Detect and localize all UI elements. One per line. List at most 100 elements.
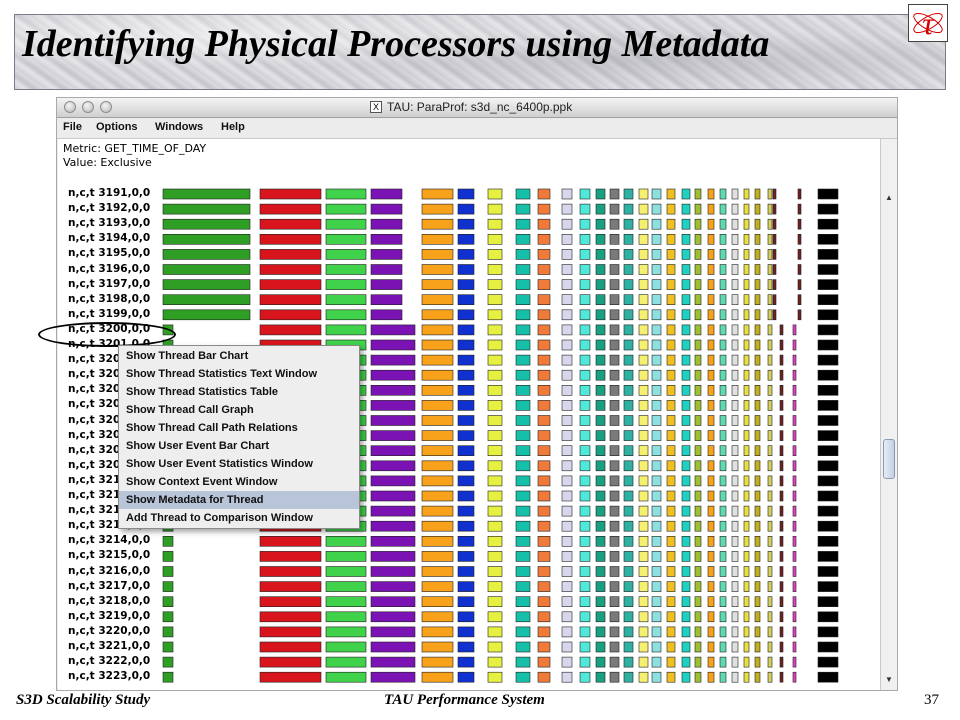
function-bar[interactable] xyxy=(817,309,839,321)
function-bar[interactable] xyxy=(537,611,551,623)
function-bar[interactable] xyxy=(694,641,702,653)
function-bar[interactable] xyxy=(457,294,475,305)
function-bar[interactable] xyxy=(457,234,475,245)
function-bar[interactable] xyxy=(694,369,702,381)
function-bar[interactable] xyxy=(595,234,606,245)
function-bar[interactable] xyxy=(579,460,591,472)
function-bar[interactable] xyxy=(779,324,784,336)
function-bar[interactable] xyxy=(561,354,573,366)
function-bar[interactable] xyxy=(779,535,784,547)
function-bar[interactable] xyxy=(694,460,702,472)
function-bar[interactable] xyxy=(792,385,797,396)
function-bar[interactable] xyxy=(651,445,662,457)
function-bar[interactable] xyxy=(779,611,784,623)
function-bar[interactable] xyxy=(623,415,634,426)
function-bar[interactable] xyxy=(638,566,649,577)
function-bar[interactable] xyxy=(370,400,416,411)
function-bar[interactable] xyxy=(579,490,591,502)
function-bar[interactable] xyxy=(681,324,691,336)
function-bar[interactable] xyxy=(537,475,551,487)
function-bar[interactable] xyxy=(707,611,715,623)
function-bar[interactable] xyxy=(743,218,750,230)
function-bar[interactable] xyxy=(666,324,676,336)
function-bar[interactable] xyxy=(754,279,761,290)
function-bar[interactable] xyxy=(370,188,403,200)
function-bar[interactable] xyxy=(779,369,784,381)
function-bar[interactable] xyxy=(487,218,503,230)
function-bar[interactable] xyxy=(325,535,367,547)
function-bar[interactable] xyxy=(638,520,649,532)
function-bar[interactable] xyxy=(457,339,475,351)
function-bar[interactable] xyxy=(457,369,475,381)
function-bar[interactable] xyxy=(609,430,620,441)
function-bar[interactable] xyxy=(797,234,802,245)
function-bar[interactable] xyxy=(731,551,739,562)
scroll-down-icon[interactable]: ▼ xyxy=(885,675,893,684)
function-bar[interactable] xyxy=(719,354,727,366)
function-bar[interactable] xyxy=(754,535,761,547)
function-bar[interactable] xyxy=(515,505,531,517)
function-bar[interactable] xyxy=(743,641,750,653)
function-bar[interactable] xyxy=(707,520,715,532)
function-bar[interactable] xyxy=(579,324,591,336)
function-bar[interactable] xyxy=(487,309,503,321)
function-bar[interactable] xyxy=(370,203,403,215)
function-bar[interactable] xyxy=(651,505,662,517)
function-bar[interactable] xyxy=(421,490,454,502)
function-bar[interactable] xyxy=(792,520,797,532)
function-bar[interactable] xyxy=(754,656,761,668)
function-bar[interactable] xyxy=(595,430,606,441)
function-bar[interactable] xyxy=(325,234,367,245)
function-bar[interactable] xyxy=(638,505,649,517)
function-bar[interactable] xyxy=(595,415,606,426)
function-bar[interactable] xyxy=(707,324,715,336)
function-bar[interactable] xyxy=(743,385,750,396)
function-bar[interactable] xyxy=(817,430,839,441)
function-bar[interactable] xyxy=(609,279,620,290)
function-bar[interactable] xyxy=(487,324,503,336)
function-bar[interactable] xyxy=(797,309,802,321)
function-bar[interactable] xyxy=(595,596,606,608)
function-bar[interactable] xyxy=(561,294,573,305)
function-bar[interactable] xyxy=(638,445,649,457)
function-bar[interactable] xyxy=(817,203,839,215)
function-bar[interactable] xyxy=(694,309,702,321)
function-bar[interactable] xyxy=(561,656,573,668)
function-bar[interactable] xyxy=(731,354,739,366)
function-bar[interactable] xyxy=(370,218,403,230)
function-bar[interactable] xyxy=(651,656,662,668)
function-bar[interactable] xyxy=(595,339,606,351)
function-bar[interactable] xyxy=(767,309,773,321)
function-bar[interactable] xyxy=(259,626,322,638)
function-bar[interactable] xyxy=(779,551,784,562)
function-bar[interactable] xyxy=(767,520,773,532)
function-bar[interactable] xyxy=(707,385,715,396)
function-bar[interactable] xyxy=(537,234,551,245)
thread-row-label[interactable]: n,c,t 3220,0,0 xyxy=(68,624,151,637)
function-bar[interactable] xyxy=(743,188,750,200)
function-bar[interactable] xyxy=(515,581,531,592)
function-bar[interactable] xyxy=(719,551,727,562)
function-bar[interactable] xyxy=(792,505,797,517)
menu-help[interactable]: Help xyxy=(221,121,245,133)
function-bar[interactable] xyxy=(537,218,551,230)
function-bar[interactable] xyxy=(561,490,573,502)
function-bar[interactable] xyxy=(370,279,403,290)
function-bar[interactable] xyxy=(370,505,416,517)
function-bar[interactable] xyxy=(743,581,750,592)
function-bar[interactable] xyxy=(370,596,416,608)
function-bar[interactable] xyxy=(609,415,620,426)
function-bar[interactable] xyxy=(579,249,591,260)
function-bar[interactable] xyxy=(561,430,573,441)
function-bar[interactable] xyxy=(623,203,634,215)
function-bar[interactable] xyxy=(651,234,662,245)
function-bar[interactable] xyxy=(515,188,531,200)
function-bar[interactable] xyxy=(681,415,691,426)
function-bar[interactable] xyxy=(792,490,797,502)
function-bar[interactable] xyxy=(767,460,773,472)
function-bar[interactable] xyxy=(515,490,531,502)
function-bar[interactable] xyxy=(561,535,573,547)
function-bar[interactable] xyxy=(743,460,750,472)
function-bar[interactable] xyxy=(651,218,662,230)
function-bar[interactable] xyxy=(457,505,475,517)
